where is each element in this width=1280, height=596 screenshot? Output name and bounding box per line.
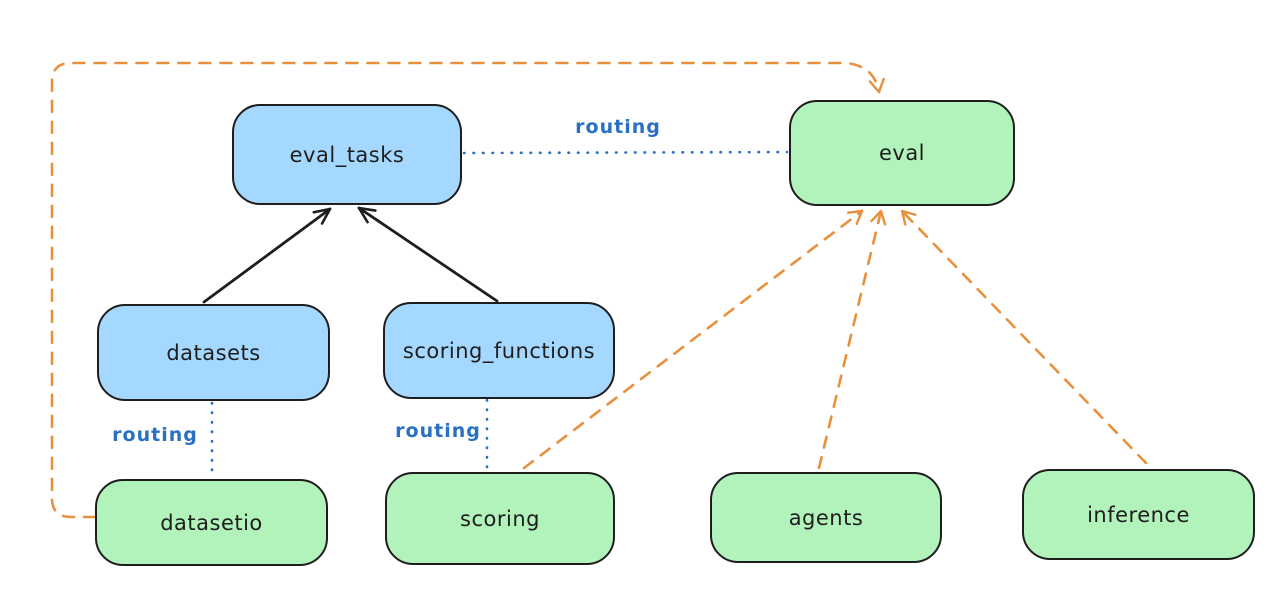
edge-eval-tasks-to-eval-routing [462,150,789,155]
node-inference-label: inference [1087,502,1190,527]
node-agents: agents [710,472,942,563]
routing-label-eval-tasks-eval: routing [575,116,661,138]
node-scoring-functions-label: scoring_functions [402,338,596,363]
node-inference: inference [1022,469,1255,560]
node-eval-label: eval [878,141,926,165]
node-eval-tasks-label: eval_tasks [289,142,405,167]
node-scoring: scoring [385,472,615,565]
node-scoring-label: scoring [460,506,540,531]
node-datasets-label: datasets [166,340,261,365]
routing-label-datasets-datasetio: routing [112,424,198,446]
routing-label-scoring-functions-scoring: routing [395,420,481,442]
edge-scoring-functions-to-eval-tasks [357,206,499,303]
edge-agents-to-eval [817,209,887,470]
edge-datasets-to-eval-tasks [202,207,332,304]
edge-datasetio-to-eval [50,61,885,519]
node-scoring-functions: scoring_functions [383,302,615,399]
node-eval: eval [789,100,1015,206]
node-datasets: datasets [97,304,330,401]
node-eval-tasks: eval_tasks [232,104,462,205]
edge-inference-to-eval [900,209,1148,465]
node-agents-label: agents [788,505,864,530]
node-datasetio: datasetio [95,479,328,566]
node-datasetio-label: datasetio [160,510,263,535]
edge-scoring-to-eval [522,209,864,470]
